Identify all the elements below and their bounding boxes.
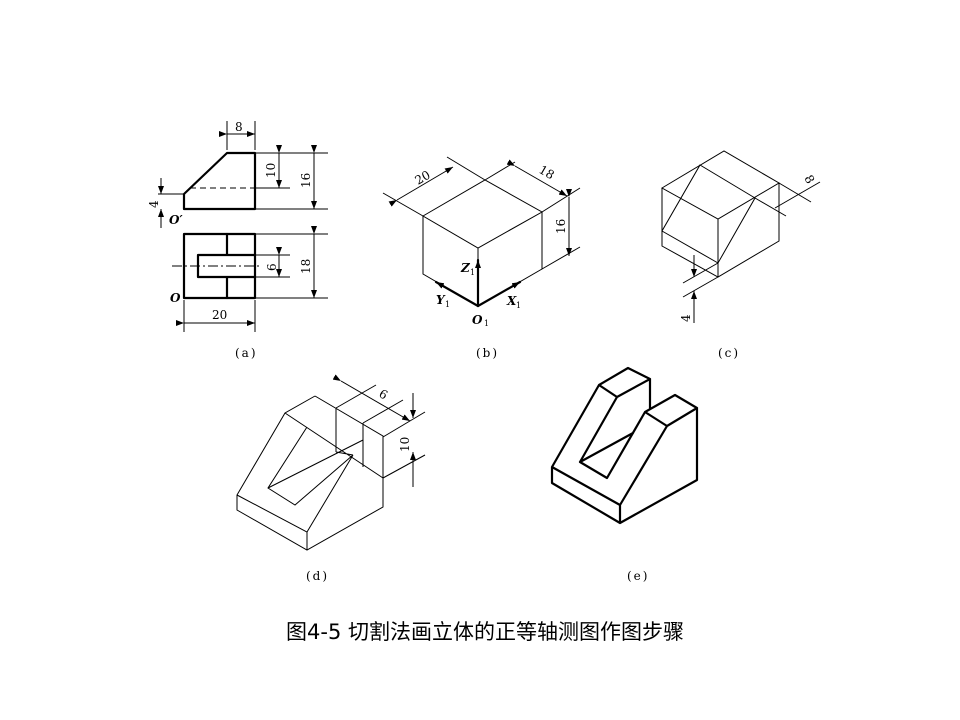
dim-20: 20 xyxy=(413,168,433,188)
z-axis-label: Z xyxy=(460,261,471,275)
dim-18: 18 xyxy=(537,162,557,182)
dim-4: 4 xyxy=(679,314,693,322)
dim-6: 6 xyxy=(265,263,279,271)
svg-text:1: 1 xyxy=(516,301,521,310)
label-c: (c) xyxy=(718,346,740,360)
front-view-outline xyxy=(182,151,257,211)
view-c-chamfer-cut: 8 4 (c) xyxy=(660,150,821,360)
dim-16: 16 xyxy=(299,173,313,188)
origin-o: O xyxy=(170,291,181,305)
dim-18: 18 xyxy=(299,259,313,274)
svg-text:1: 1 xyxy=(445,300,450,309)
dim-20: 20 xyxy=(212,308,227,322)
y-axis-arrow xyxy=(434,280,480,308)
label-a: (a) xyxy=(235,346,258,360)
top-view-outline xyxy=(182,232,257,300)
svg-text:1: 1 xyxy=(470,268,475,277)
y-axis-label: Y xyxy=(436,293,446,307)
view-d-slot-cut: 6 10 (d) xyxy=(236,374,426,583)
origin-o-prime: O′ xyxy=(169,213,183,227)
label-e: (e) xyxy=(627,569,649,583)
dim-6: 6 xyxy=(377,386,391,402)
origin-label: O xyxy=(472,313,483,327)
dim-10: 10 xyxy=(398,437,412,452)
x-axis-arrow xyxy=(476,280,522,308)
view-e-final-solid: (e) xyxy=(550,366,699,583)
dim-line xyxy=(774,181,821,209)
dim-4: 4 xyxy=(147,200,161,208)
label-d: (d) xyxy=(306,569,329,583)
x-axis-label: X xyxy=(506,294,517,308)
svg-text:1: 1 xyxy=(484,319,489,328)
view-a-orthographic: 8 10 16 4 O′ 6 18 20 O (a) xyxy=(147,120,328,360)
dim-8: 8 xyxy=(235,120,243,134)
dim-10: 10 xyxy=(264,163,278,178)
label-b: (b) xyxy=(476,346,499,360)
view-b-bounding-box: 20 18 16 Z 1 Y 1 X 1 O 1 (b) xyxy=(382,156,581,360)
figure-caption: 图4-5 切割法画立体的正等轴测图作图步骤 xyxy=(286,620,684,644)
dim-8: 8 xyxy=(801,173,817,187)
dim-16: 16 xyxy=(554,219,568,234)
